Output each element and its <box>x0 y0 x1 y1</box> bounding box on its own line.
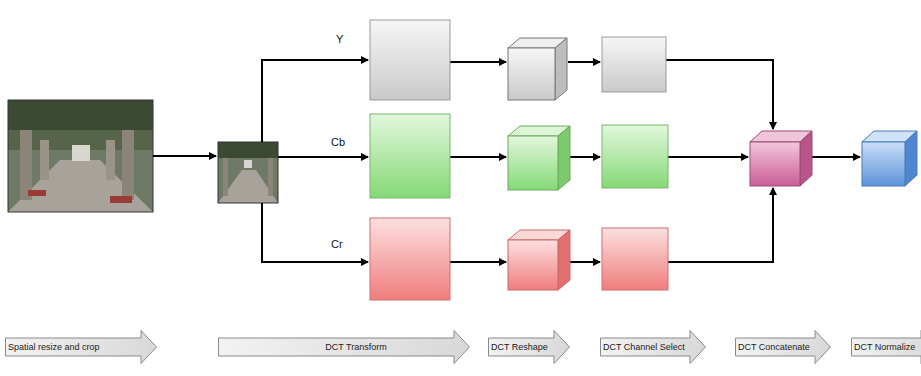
cb-plane <box>370 114 450 198</box>
cb-cube <box>508 126 570 190</box>
step-arrow: DCT Transform <box>218 330 470 364</box>
cb-select <box>602 125 668 188</box>
step-arrow: DCT Channel Select <box>600 330 706 364</box>
y-cube <box>508 38 567 100</box>
cr-select <box>602 228 668 290</box>
channel-label: Cr <box>331 238 343 250</box>
flow-lines <box>153 60 860 262</box>
step-label: DCT Normalize <box>854 338 915 356</box>
channel-label: Cb <box>331 136 345 148</box>
step-arrow: DCT Normalize <box>851 330 921 364</box>
step-label: DCT Reshape <box>491 338 548 356</box>
y-select <box>602 37 666 92</box>
step-arrow: DCT Reshape <box>488 330 570 364</box>
concat-cube <box>750 131 812 186</box>
step-label: DCT Concatenate <box>738 338 810 356</box>
step-label: DCT Channel Select <box>603 338 685 356</box>
step-arrow: DCT Concatenate <box>735 330 831 364</box>
cr-cube <box>508 230 570 290</box>
step-label: Spatial resize and crop <box>8 338 100 356</box>
cr-plane <box>370 218 450 300</box>
resized-photo <box>218 142 278 203</box>
step-label: DCT Transform <box>325 338 386 356</box>
step-arrow: Spatial resize and crop <box>5 330 157 364</box>
input-photo <box>8 100 153 212</box>
normalize-cube <box>862 131 917 186</box>
y-plane <box>370 20 450 100</box>
channel-label: Y <box>336 33 343 45</box>
